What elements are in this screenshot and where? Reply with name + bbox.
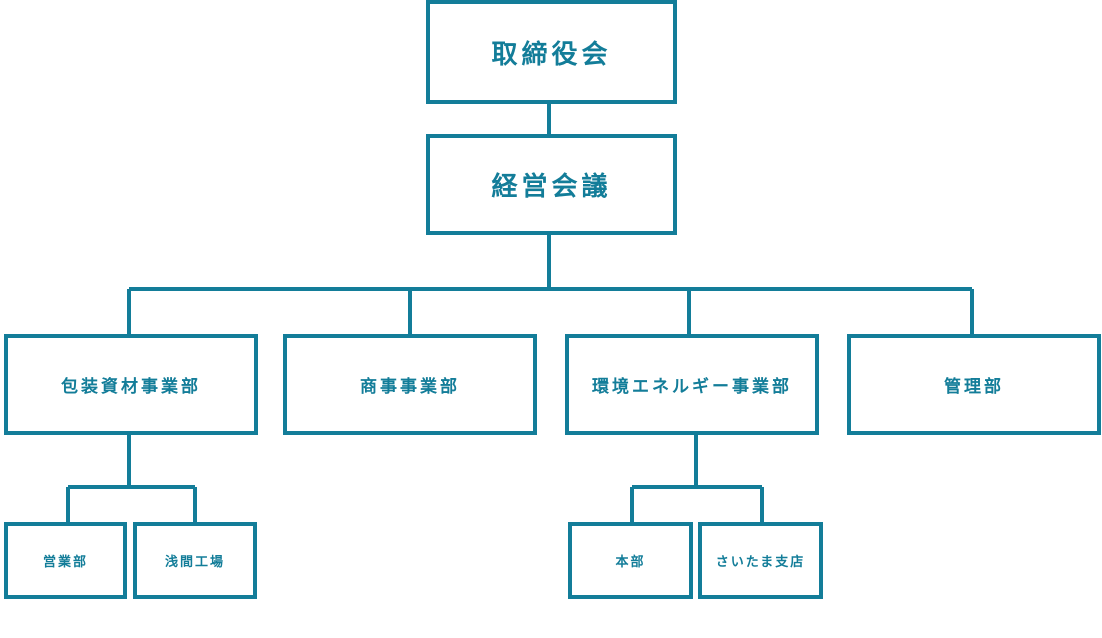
management-meeting-box: 経営会議 [426,134,677,235]
asama-factory-label: 浅間工場 [164,555,225,570]
management-department-label: 管理部 [944,377,1004,397]
packaging-division-label: 包装資材事業部 [61,377,201,397]
packaging-division-box: 包装資材事業部 [4,334,258,435]
saitama-branch-label: さいたま支店 [715,555,806,570]
sales-department-box: 営業部 [4,522,127,599]
head-office-label: 本部 [615,555,646,570]
asama-factory-box: 浅間工場 [133,522,257,599]
management-meeting-label: 経営会議 [491,172,612,202]
board-of-directors-box: 取締役会 [426,0,677,104]
management-department-box: 管理部 [847,334,1101,435]
sales-department-label: 営業部 [42,555,88,570]
saitama-branch-box: さいたま支店 [698,522,823,599]
board-of-directors-label: 取締役会 [491,39,612,70]
head-office-box: 本部 [568,522,693,599]
environment-energy-division-box: 環境エネルギー事業部 [565,334,819,435]
environment-energy-division-label: 環境エネルギー事業部 [592,377,792,397]
trading-division-label: 商事事業部 [360,377,460,397]
trading-division-box: 商事事業部 [283,334,537,435]
